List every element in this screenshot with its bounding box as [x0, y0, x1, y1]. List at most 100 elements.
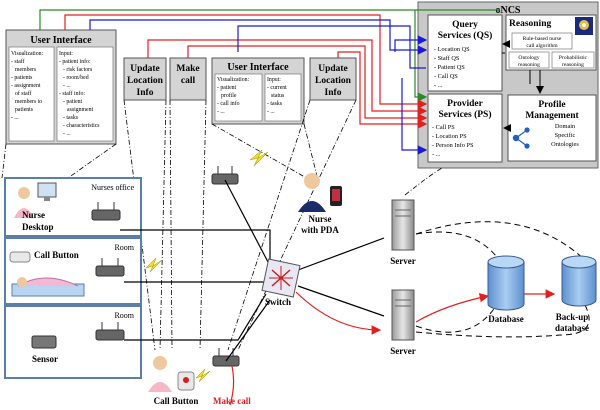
make-call-line: Make: [176, 64, 199, 74]
switch-label: Switch: [265, 297, 291, 307]
make-call-bottom-label: Make call: [213, 396, 251, 406]
ui-left-input-line: - characteristics: [63, 123, 100, 129]
ui-left-input-line: - ...: [63, 131, 71, 137]
update-location-info-box-1[interactable]: Update Location Info: [123, 57, 167, 101]
update-location-2-line: Location: [315, 76, 352, 86]
ui-left-vis-line: - assignment: [11, 83, 41, 89]
ui-left-input-line: - staff info:: [59, 90, 85, 97]
ui-mid-input-line: status: [271, 93, 285, 99]
user-interface-left-box[interactable]: User Interface Visualization: - staff me…: [5, 29, 117, 145]
call-button-bottom-label: Call Button: [154, 396, 199, 406]
ui-left-vis-line: members to: [15, 99, 42, 105]
red-link-lines: [64, 14, 428, 129]
provider-item: - ...: [432, 151, 441, 158]
oncs-title: oNCS: [495, 5, 520, 16]
query-item: - Patient QS: [434, 64, 465, 71]
ui-left-input-line: assignment: [67, 107, 93, 113]
server-1-label: Server: [390, 256, 415, 266]
provider-title-2: Services (PS): [438, 109, 491, 120]
update-location-1-line: Location: [127, 76, 164, 86]
update-location-1-line: Info: [137, 88, 154, 98]
reasoning-box[interactable]: Reasoning Rule-based nurse call algorith…: [505, 14, 597, 71]
provider-item: - Person Info PS: [432, 142, 474, 149]
wireless-node-mid: [211, 166, 239, 185]
ui-left-vis-line: - staff: [11, 58, 25, 65]
profile-management-box[interactable]: Profile Management Domain Specific Ontol…: [507, 94, 597, 162]
ui-left-vis-line: - ...: [11, 115, 19, 121]
nurse-pda-label-1: Nurse: [309, 214, 332, 224]
nurse-pda-label-2: with PDA: [301, 225, 339, 235]
server-1-icon: [391, 199, 415, 251]
patient-bed-icon: [9, 251, 85, 297]
nurse-desktop-label-1: Nurse: [22, 210, 45, 220]
query-services-box[interactable]: Query Services (QS) - Location QS - Staf…: [427, 14, 503, 92]
switch-icon: [261, 258, 301, 298]
ui-mid-input-line: Input:: [267, 77, 281, 83]
profile-title-2: Management: [525, 111, 579, 121]
make-call-box[interactable]: Make call: [169, 57, 207, 101]
provider-item: - Location PS: [432, 133, 467, 140]
query-item: - Call QS: [434, 73, 458, 80]
provider-title-1: Provider: [447, 99, 483, 109]
nurses-office-room: Nurses office Nurse Desktop: [4, 177, 142, 237]
brain-icon: [575, 17, 593, 35]
reasoning-ontology-line1: Ontology: [518, 55, 539, 61]
ui-left-title: User Interface: [30, 35, 92, 46]
ui-mid-input-line: - current: [267, 85, 287, 91]
profile-sub-2: Specific: [555, 132, 576, 139]
room-1-label: Room: [114, 243, 134, 252]
profile-title-1: Profile: [538, 100, 565, 110]
ui-left-vis-line: of staff: [15, 90, 32, 97]
backup-database-icon: [561, 255, 597, 307]
server-2-icon: [391, 289, 415, 341]
network-cables: [120, 179, 385, 362]
ui-mid-vis-line: profile: [221, 92, 237, 99]
ui-left-input-line: - risk factors: [63, 66, 93, 73]
nurses-office-label: Nurses office: [91, 183, 134, 192]
query-item: - ...: [434, 82, 443, 89]
server-2-label: Server: [390, 346, 415, 356]
update-location-info-box-2[interactable]: Update Location Info: [309, 57, 357, 101]
ui-mid-vis-line: - call info: [217, 100, 240, 107]
reasoning-prob-line2: reasoning: [562, 62, 584, 68]
ui-left-input-line: - room/bed: [63, 75, 89, 81]
ontology-network-icon: [512, 127, 530, 149]
update-location-2-line: Info: [325, 88, 342, 98]
patient-room-2: Room Sensor: [4, 305, 142, 379]
reasoning-rule-line2: call algorithm: [526, 43, 558, 49]
green-link-line: [39, 9, 500, 102]
database-label: Database: [488, 314, 524, 324]
ui-mid-input-line: - tasks: [267, 101, 283, 107]
ui-mid-vis-line: - patient: [217, 85, 237, 91]
ui-left-vis-line: Visualization:: [11, 51, 44, 57]
ui-left-input-line: - tasks: [63, 115, 79, 121]
ui-mid-vis-line: Visualization:: [217, 77, 250, 83]
dashed-database-links: [415, 221, 590, 338]
profile-sub-3: Ontologies: [551, 141, 579, 148]
reasoning-rule-line1: Rule-based nurse: [523, 36, 562, 42]
query-title-2: Services (QS): [438, 30, 493, 41]
ui-left-input-line: - patient info:: [59, 58, 91, 65]
provider-services-box[interactable]: Provider Services (PS) - Call PS - Locat…: [427, 93, 503, 163]
ui-left-input-line: - patient: [63, 99, 83, 105]
backup-label-2: database: [555, 323, 589, 333]
nurse-with-pda-icon: [298, 173, 342, 212]
call-button-room-label: Call Button: [34, 250, 79, 260]
reasoning-prob-line1: Probabilistic: [559, 55, 588, 61]
backup-label-1: Back-up: [556, 312, 589, 322]
oncs-internal-arrows: [502, 40, 544, 132]
reasoning-ontology-line2: reasoning: [518, 62, 540, 68]
wireless-node-office: [91, 202, 121, 221]
nurse-call-button-icon: [148, 356, 195, 392]
room-2-label: Room: [114, 311, 134, 320]
user-interface-mid-box[interactable]: User Interface Visualization: - patient …: [211, 57, 305, 125]
wireless-node-bottom: [212, 348, 240, 367]
database-icon: [487, 255, 525, 311]
make-call-line: call: [181, 76, 196, 86]
ui-left-vis-line: - patients: [11, 75, 33, 81]
update-location-1-line: Update: [130, 64, 160, 74]
wireless-bolt-icon: [145, 149, 269, 383]
reasoning-title: Reasoning: [509, 19, 551, 29]
ui-mid-vis-line: - ...: [217, 109, 225, 115]
